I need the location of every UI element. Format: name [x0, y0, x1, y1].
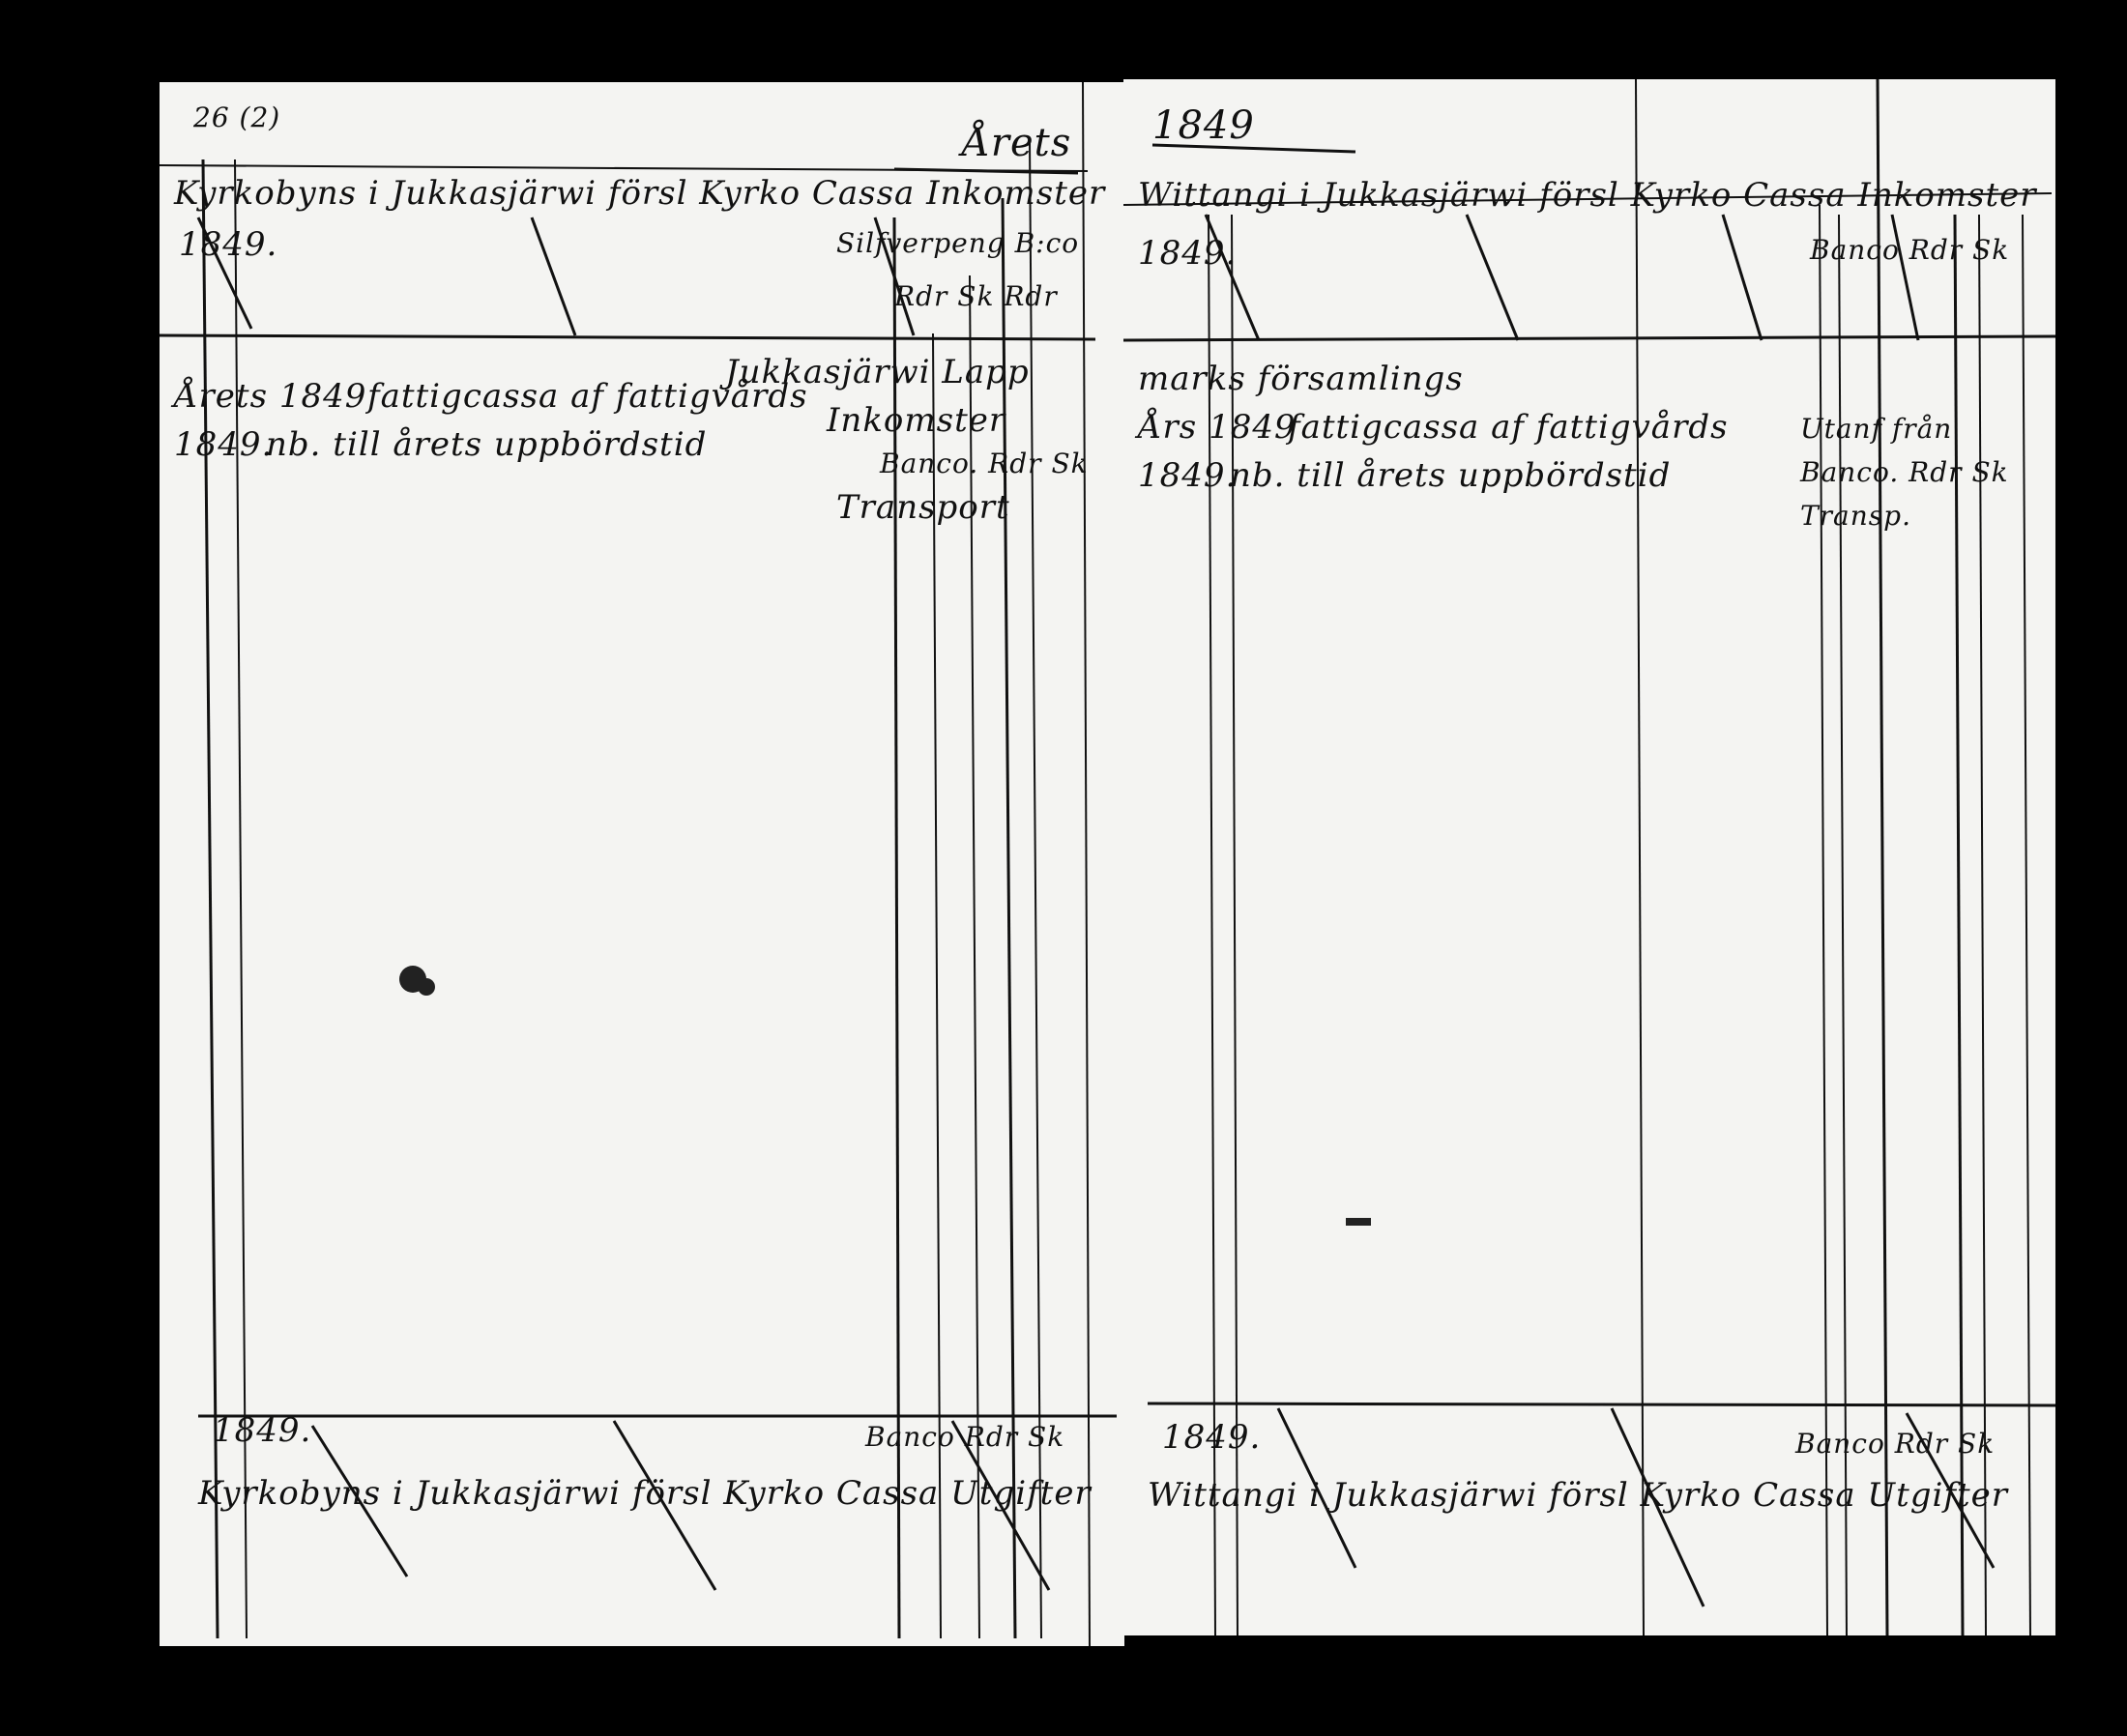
footer-line: Wittangi i Jukkasjärwi försl Kyrko Cassa… — [1148, 1476, 2008, 1515]
left-page: 26 (2) Årets Kyrkobyns i Jukkasjärwi för… — [160, 82, 1124, 1646]
body-line2-text: nb. till årets uppbördstid — [266, 425, 708, 464]
header-currency-units: Rdr Sk Rdr — [894, 280, 1058, 312]
footer-banco: Banco Rdr Sk — [865, 1421, 1065, 1453]
header-line: Wittangi i Jukkasjärwi försl Kyrko Cassa… — [1138, 176, 2037, 215]
footer-year: 1849. — [1162, 1418, 1262, 1457]
right-col-from: Utanf från — [1800, 413, 1953, 445]
body-line2-year: 1849. — [1138, 456, 1238, 495]
body-line1-text: fattigcassa af fattigvårds — [1288, 408, 1729, 447]
body-line0: marks församlings — [1138, 360, 1464, 398]
transport-label: Transport — [836, 488, 1010, 527]
body-line1-text: fattigcassa af fattigvårds — [367, 377, 808, 416]
body-line1-year: Års 1849 — [1138, 408, 1297, 447]
body-line2-text: nb. till årets uppbördstid — [1230, 456, 1672, 495]
banco-label: Banco. Rdr Sk — [880, 448, 1089, 479]
right-col-banco: Banco. Rdr Sk — [1800, 456, 2009, 488]
body-line1-year: Årets 1849 — [174, 377, 367, 416]
header-year: 1849. — [179, 225, 278, 264]
footer-line: Kyrkobyns i Jukkasjärwi försl Kyrko Cass… — [198, 1474, 1092, 1513]
page-title: Årets — [962, 121, 1072, 165]
header-year: 1849. — [1138, 234, 1238, 273]
right-col-transport: Transp. — [1800, 500, 1911, 532]
right-page: 1849 Wittangi i Jukkasjärwi försl Kyrko … — [1123, 79, 2055, 1635]
left-page-rules — [160, 82, 1117, 1646]
page-number: 26 (2) — [193, 101, 281, 133]
page-title-year: 1849 — [1152, 103, 1255, 148]
income-label: Inkomster — [827, 401, 1006, 440]
header-banco: Banco Rdr Sk — [1810, 234, 2010, 266]
header-silver-money: Silfverpeng B:co — [836, 227, 1080, 259]
body-line2-year: 1849. — [174, 425, 274, 464]
header-line: Kyrkobyns i Jukkasjärwi försl Kyrko Cass… — [174, 174, 1106, 213]
lapp-label: Jukkasjärwi Lapp — [725, 353, 1030, 391]
footer-year: 1849. — [213, 1411, 312, 1450]
right-page-rules — [1123, 79, 2055, 1635]
footer-banco: Banco Rdr Sk — [1795, 1428, 1996, 1460]
